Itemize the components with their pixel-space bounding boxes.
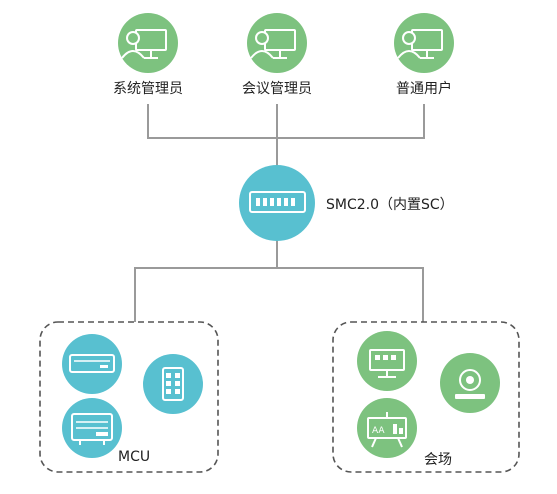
sys-admin-label: 系统管理员 <box>113 81 183 97</box>
mcu-group-frame <box>39 321 219 473</box>
top-bus-line <box>147 104 425 139</box>
sys-admin-icon <box>118 13 178 73</box>
camera-icon <box>440 353 500 413</box>
smc-label: SMC2.0（内置SC） <box>326 197 454 213</box>
connector-lines <box>134 104 425 322</box>
bottom-right-line <box>277 267 424 322</box>
site-group-frame <box>332 321 520 473</box>
conf-admin-icon <box>247 13 307 73</box>
mcu-rack-icon <box>62 334 122 394</box>
mcu-group-label: MCU <box>118 449 151 465</box>
conf-admin-label: 会议管理员 <box>242 81 312 97</box>
bottom-left-line <box>134 240 278 322</box>
terminal-icon <box>357 331 417 391</box>
normal-user-label: 普通用户 <box>396 81 452 97</box>
tablet-icon <box>143 354 203 414</box>
svg-text:AA: AA <box>372 426 385 436</box>
display-stand-icon: AA <box>357 398 417 458</box>
smc-server-icon <box>239 165 315 241</box>
normal-user-icon <box>394 13 454 73</box>
mcu-device-icon <box>62 398 122 458</box>
site-group-label: 会场 <box>424 452 452 468</box>
